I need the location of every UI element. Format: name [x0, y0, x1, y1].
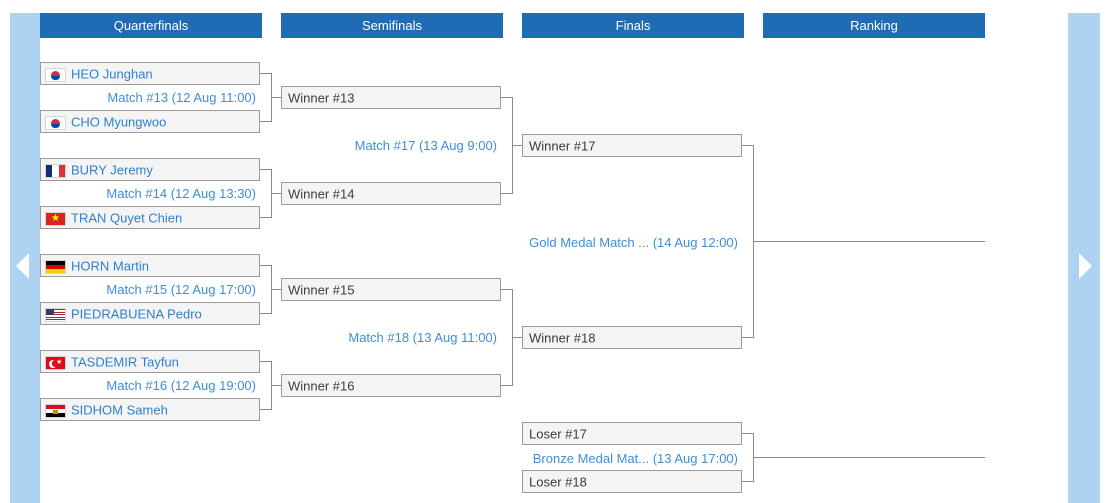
bracket-slot[interactable]: ★ TASDEMIR Tayfun [40, 350, 260, 373]
match-label[interactable]: Match #13 (12 Aug 11:00) [107, 90, 256, 105]
match-label[interactable]: Gold Medal Match ... (14 Aug 12:00) [529, 235, 738, 250]
connector-line [501, 289, 513, 290]
player-name: PIEDRABUENA Pedro [71, 306, 202, 322]
player-name: Winner #15 [288, 282, 355, 298]
bracket-slot[interactable]: Loser #18 [522, 470, 742, 493]
match-label[interactable]: Match #15 (12 Aug 17:00) [106, 282, 256, 297]
player-name: Winner #16 [288, 378, 355, 394]
player-name: Winner #18 [529, 330, 596, 346]
bracket-slot[interactable]: SIDHOM Sameh [40, 398, 260, 421]
bracket-slot[interactable]: CHO Myungwoo [40, 110, 260, 133]
player-name: Winner #13 [288, 90, 355, 106]
round-header-semifinals[interactable]: Semifinals [281, 13, 503, 38]
round-header-quarterfinals[interactable]: Quarterfinals [40, 13, 262, 38]
connector-line [501, 97, 513, 98]
player-name: BURY Jeremy [71, 162, 153, 178]
bracket-slot[interactable]: Winner #17 [522, 134, 742, 157]
player-name: HEO Junghan [71, 66, 153, 82]
bracket-slot[interactable]: Winner #14 [281, 182, 501, 205]
connector-line [260, 121, 272, 122]
player-name: TRAN Quyet Chien [71, 210, 183, 226]
scroll-right-rail[interactable] [1068, 13, 1100, 503]
connector-line [260, 265, 272, 266]
connector-line [260, 409, 272, 410]
match-label[interactable]: Match #16 (12 Aug 19:00) [106, 378, 256, 393]
connector-line [501, 385, 513, 386]
bracket-slot[interactable]: ★ TRAN Quyet Chien [40, 206, 260, 229]
match-label[interactable]: Bronze Medal Mat... (13 Aug 17:00) [532, 451, 738, 466]
flag-turkey-icon: ★ [45, 355, 66, 370]
player-name: CHO Myungwoo [71, 114, 167, 130]
scroll-left-arrow-icon[interactable] [16, 253, 29, 279]
flag-south-korea-icon [45, 67, 66, 82]
connector-line [260, 313, 272, 314]
connector-line [753, 241, 985, 242]
connector-line [512, 145, 522, 146]
connector-line [742, 433, 754, 434]
scroll-right-arrow-icon[interactable] [1079, 253, 1092, 279]
match-label[interactable]: Match #18 (13 Aug 11:00) [348, 330, 497, 345]
flag-vietnam-icon: ★ [45, 211, 66, 226]
bracket-slot[interactable]: HEO Junghan [40, 62, 260, 85]
connector-line [742, 337, 754, 338]
bracket-slot[interactable]: HORN Martin [40, 254, 260, 277]
bracket-slot[interactable]: Winner #15 [281, 278, 501, 301]
match-label[interactable]: Match #14 (12 Aug 13:30) [106, 186, 256, 201]
player-name: Winner #17 [529, 138, 596, 154]
player-name: Loser #17 [529, 426, 587, 442]
flag-egypt-icon [45, 403, 66, 418]
connector-line [271, 289, 281, 290]
player-name: Winner #14 [288, 186, 355, 202]
connector-line [271, 385, 281, 386]
match-label[interactable]: Match #17 (13 Aug 9:00) [354, 138, 497, 153]
connector-line [501, 193, 513, 194]
flag-germany-icon [45, 259, 66, 274]
player-name: TASDEMIR Tayfun [71, 354, 179, 370]
connector-line [742, 481, 754, 482]
player-name: SIDHOM Sameh [71, 402, 168, 418]
flag-south-korea-icon [45, 115, 66, 130]
connector-line [260, 217, 272, 218]
bracket-slot[interactable]: BURY Jeremy [40, 158, 260, 181]
flag-france-icon [45, 163, 66, 178]
connector-line [260, 73, 272, 74]
player-name: Loser #18 [529, 474, 587, 490]
connector-line [271, 193, 281, 194]
scroll-left-rail[interactable] [10, 13, 40, 503]
round-header-ranking[interactable]: Ranking [763, 13, 985, 38]
player-name: HORN Martin [71, 258, 150, 274]
connector-line [512, 337, 522, 338]
bracket-slot[interactable]: Winner #13 [281, 86, 501, 109]
connector-line [260, 169, 272, 170]
bracket-slot[interactable]: Winner #16 [281, 374, 501, 397]
bracket-slot[interactable]: Loser #17 [522, 422, 742, 445]
connector-line [260, 361, 272, 362]
flag-usa-icon [45, 307, 66, 322]
connector-line [271, 97, 281, 98]
connector-line [742, 145, 754, 146]
round-header-finals[interactable]: Finals [522, 13, 744, 38]
bracket-slot[interactable]: PIEDRABUENA Pedro [40, 302, 260, 325]
bracket-slot[interactable]: Winner #18 [522, 326, 742, 349]
connector-line [753, 457, 985, 458]
